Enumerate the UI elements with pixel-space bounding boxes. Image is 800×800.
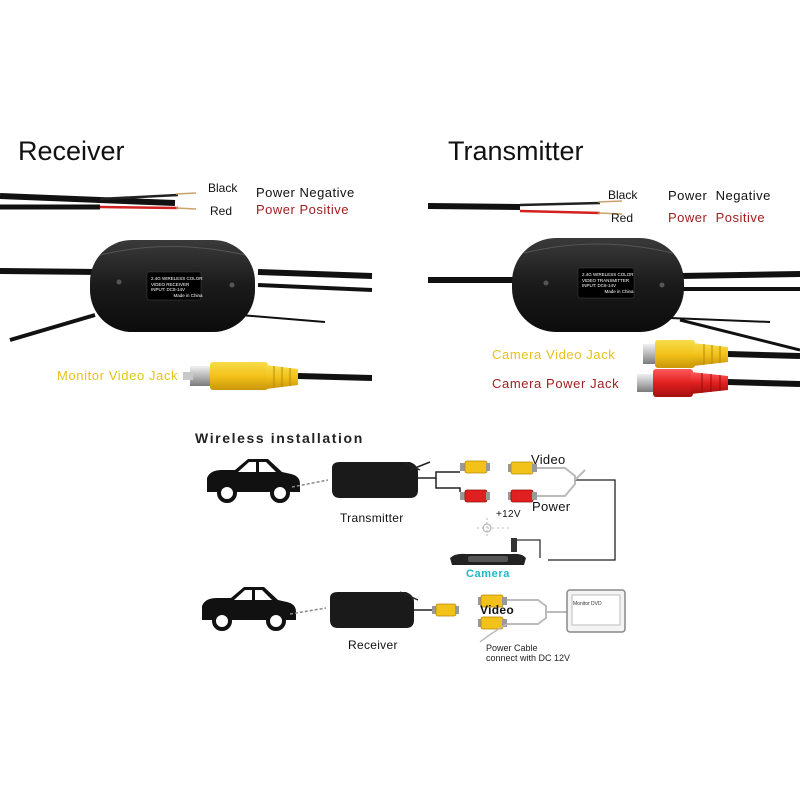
video-label-top: Video: [531, 452, 566, 467]
monitor-icon: [566, 589, 626, 633]
installation-title: Wireless installation: [195, 430, 364, 446]
transmitter-black-label: Black: [608, 188, 638, 202]
video-label-bottom: Video: [480, 603, 514, 617]
antenna-wire: [239, 314, 326, 323]
monitor-video-jack-label: Monitor Video Jack: [57, 368, 179, 383]
camera-video-jack-plug: [643, 340, 728, 368]
black-wire: [99, 193, 179, 201]
red-wire: [99, 205, 179, 210]
camera-video-plug: [508, 461, 537, 475]
transmitter-red-label: Red: [611, 211, 634, 225]
camera-icon: [450, 538, 541, 565]
camera-power-jack-plug: [637, 369, 728, 397]
power-cable-line2: connect with DC 12V: [486, 653, 571, 663]
car-icon: [202, 587, 296, 631]
receiver-title: Receiver: [18, 136, 125, 166]
camera-label: Camera: [466, 568, 510, 580]
receiver-power-positive: Power Positive: [256, 202, 349, 217]
transmitter-diagram-label: Transmitter: [340, 511, 404, 525]
receiver-red-label: Red: [210, 204, 233, 218]
receiver-label-plate: [146, 271, 202, 301]
monitor-label: Monitor DVD: [573, 601, 602, 607]
transmitter-video-plug: [460, 460, 490, 474]
receiver-power-negative: Power Negative: [256, 185, 355, 200]
camera-video-jack-label: Camera Video Jack: [492, 347, 616, 362]
monitor-power-plug: [478, 616, 507, 630]
receiver-black-label: Black: [208, 181, 238, 195]
transmitter-power-positive: Power Positive: [668, 210, 766, 225]
camera-power-plug: [508, 489, 537, 503]
transmitter-photo: [427, 200, 800, 397]
receiver-diagram-label: Receiver: [348, 638, 398, 652]
camera-power-jack-label: Camera Power Jack: [492, 376, 620, 391]
power-cable-line1: Power Cable: [486, 643, 538, 653]
red-wire: [519, 209, 601, 215]
receiver-photo: [0, 192, 373, 390]
transmitter-label-plate: [577, 267, 635, 299]
receiver-diagram-box: [330, 591, 434, 628]
voltage-label: +12V: [496, 509, 521, 520]
transmitter-title: Transmitter: [448, 136, 584, 166]
transmitter-diagram-box: [332, 461, 461, 498]
car-icon: [207, 459, 300, 503]
black-wire: [519, 201, 601, 207]
monitor-video-plug: [478, 594, 507, 608]
receiver-box-text: 2.4G WIRELESS COLOR VIDEO RECEIVER INPUT…: [151, 276, 203, 298]
bare-copper: [175, 192, 197, 195]
antenna-icon: [477, 518, 512, 538]
monitor-video-jack-plug: [183, 362, 373, 390]
power-label: Power: [532, 499, 571, 514]
transmitter-power-negative: Power Negative: [668, 188, 771, 203]
transmitter-box-text: 2.4G WIRELESS COLOR VIDEO TRANSMITTER IN…: [582, 272, 634, 294]
receiver-video-plug: [432, 603, 459, 617]
transmitter-power-plug: [460, 489, 490, 503]
